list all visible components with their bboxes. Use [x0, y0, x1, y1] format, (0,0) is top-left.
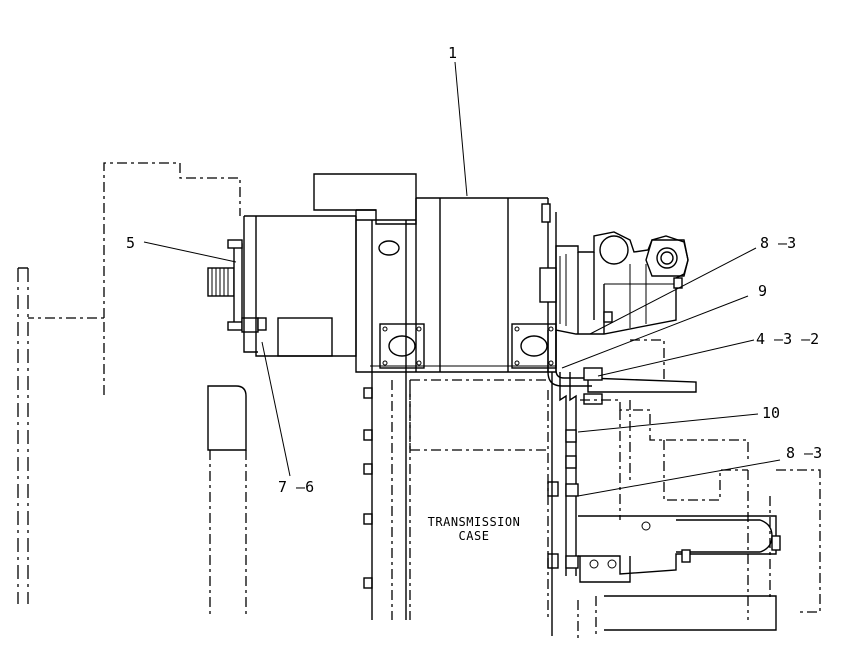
- callout-9: 9: [758, 282, 767, 300]
- leader-lines: [143, 61, 781, 497]
- transmission-case-label-line2: CASE: [459, 529, 490, 543]
- tube-clips: [363, 387, 579, 589]
- transmission-housing: [243, 173, 557, 373]
- left-frame-rail: [17, 267, 29, 604]
- callout-10: 10: [762, 404, 780, 422]
- callout-4-3-2: 4 –3 –2: [756, 330, 819, 348]
- hydraulic-tube: [547, 330, 697, 576]
- mounting-plate-left: [379, 323, 425, 369]
- callout-8-3-lower: 8 –3: [786, 444, 822, 462]
- lower-left-column: [207, 385, 247, 615]
- callout-8-3-upper: 8 –3: [760, 234, 796, 252]
- pump-assembly: [555, 231, 689, 335]
- left-housing-outline: [28, 162, 241, 395]
- callout-7-6: 7 –6: [278, 478, 314, 496]
- callout-5: 5: [126, 234, 135, 252]
- callout-1: 1: [448, 44, 457, 62]
- transmission-case: [371, 339, 821, 640]
- output-flange: [207, 239, 267, 333]
- transmission-case-label-line1: TRANSMISSION: [428, 515, 521, 529]
- mounting-plate-right: [511, 323, 557, 369]
- lower-linkage: [578, 515, 781, 631]
